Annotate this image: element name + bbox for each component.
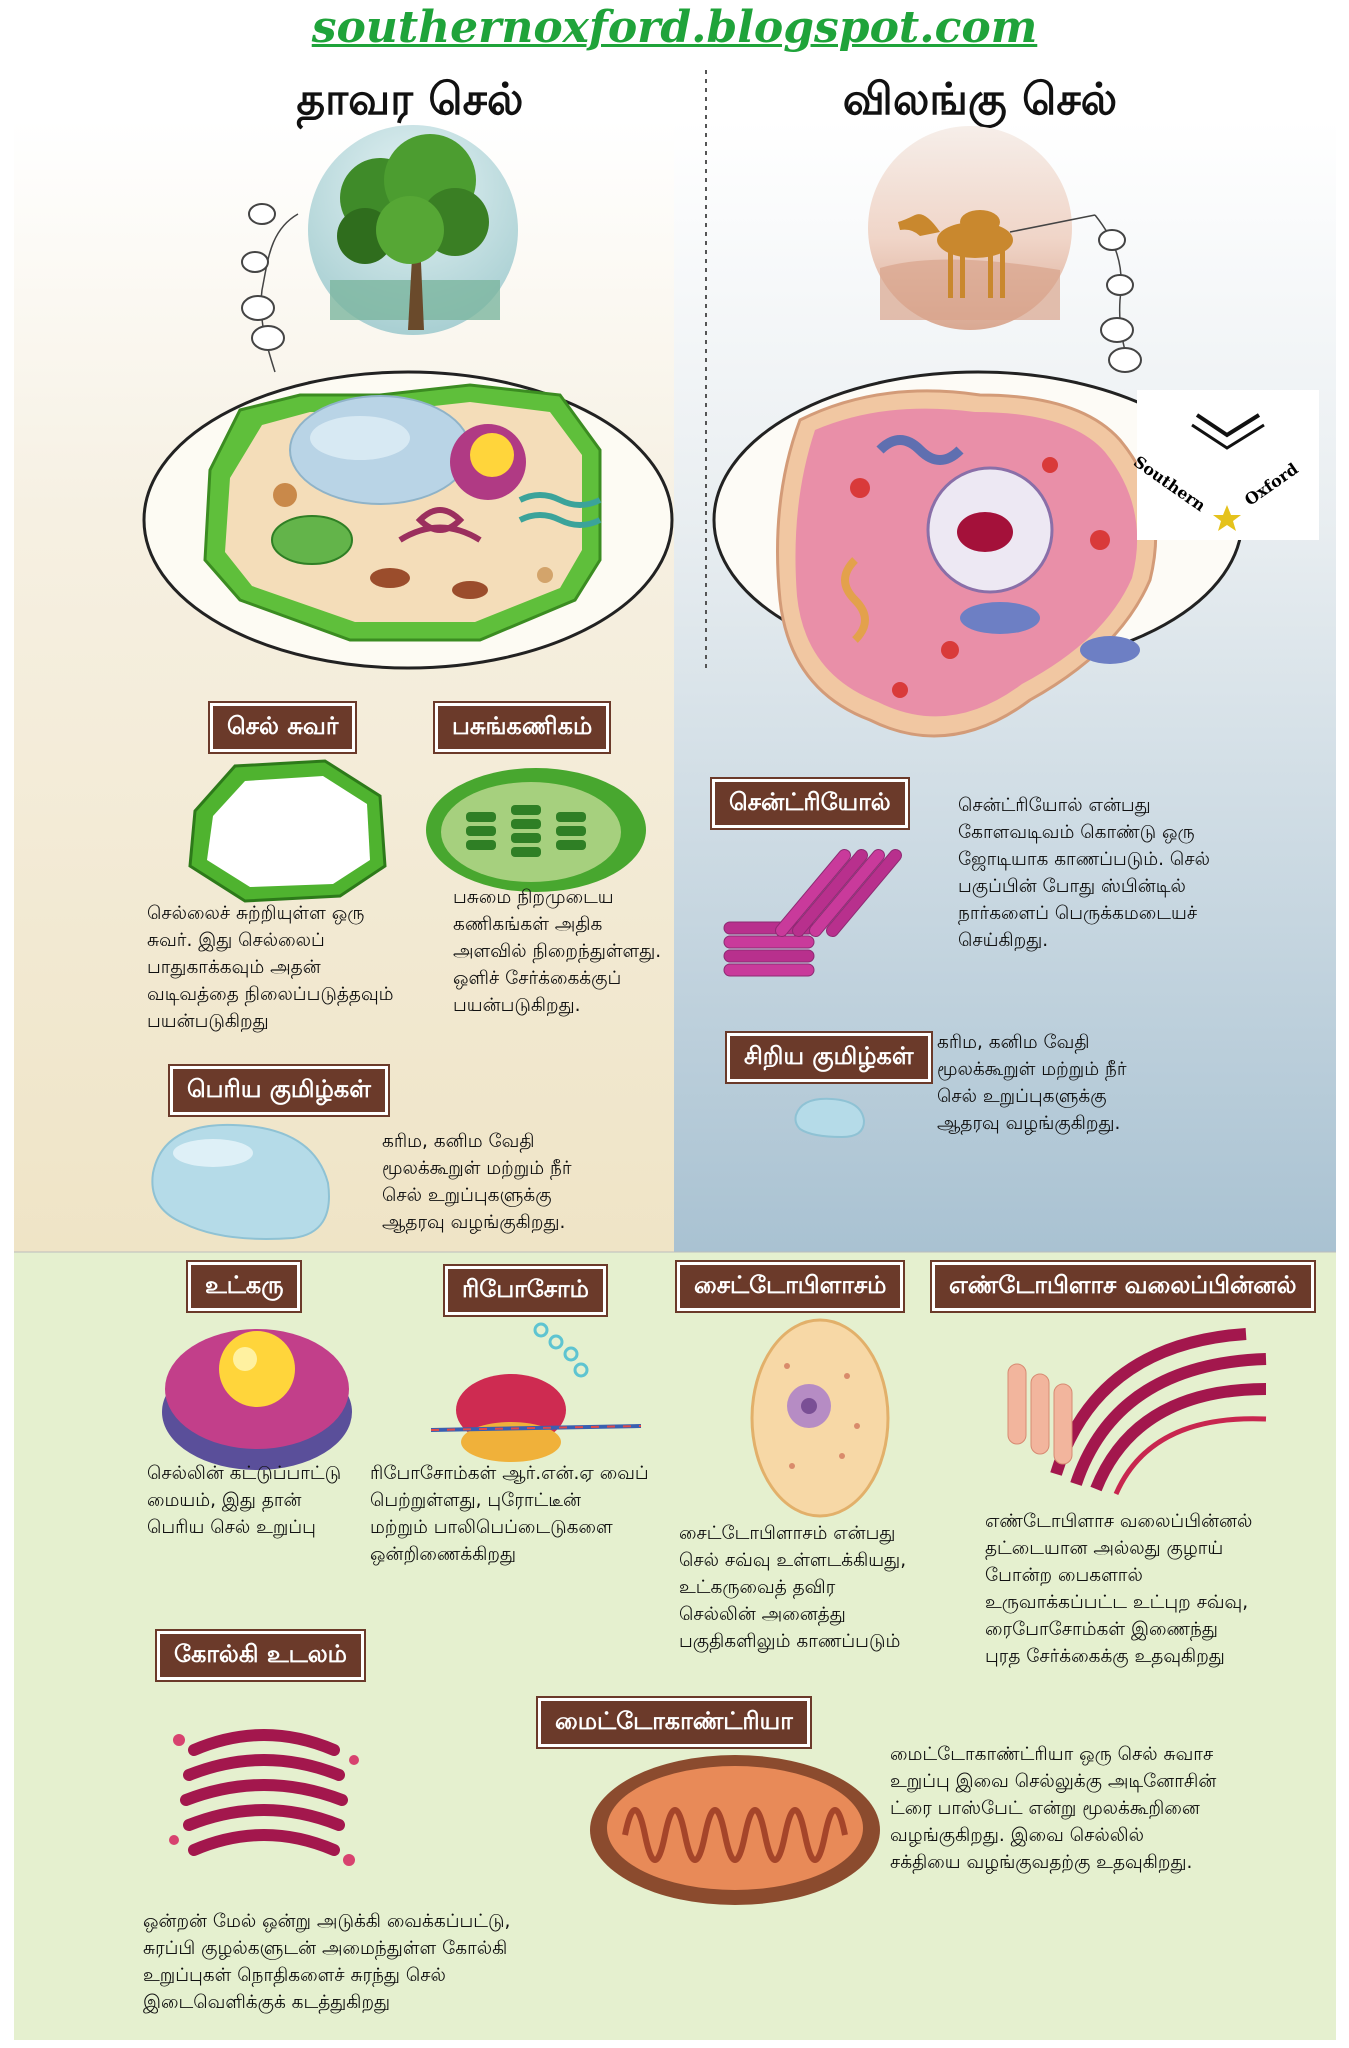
mitochondria-illustration: [590, 1755, 880, 1905]
large-vacuole-illustration: [151, 1123, 330, 1240]
mitochondria-label: மைட்டோகாண்ட்ரியா: [538, 1698, 810, 1747]
cytoplasm-illustration: [750, 1318, 890, 1518]
ribosome-desc: ரிபோசோம்கள் ஆர்.என்.ஏ வைப் பெற்றுள்ளது, …: [370, 1463, 649, 1565]
er-desc: எண்டோபிளாச வலைப்பின்னல் தட்டையான அல்லது …: [985, 1511, 1253, 1667]
cell-wall-desc: செல்லைச் சுற்றியுள்ள ஒரு சுவர். இது செல்…: [147, 903, 394, 1032]
cell-wall-illustration: [188, 759, 387, 903]
cell-wall-label: செல் சுவர்: [210, 703, 356, 752]
plant-cell-title: தாவர செல்: [296, 74, 524, 125]
mitochondria-desc: மைட்டோகாண்ட்ரியா ஒரு செல் சுவாச உறுப்பு …: [890, 1744, 1217, 1873]
animal-cell-title: விலங்கு செல்: [842, 74, 1118, 125]
centriole-illustration: [723, 848, 902, 977]
er-illustration: [1007, 1328, 1267, 1496]
centriole-desc: சென்ட்ரியோல் என்பது கோளவடிவம் கொண்டு ஒரு…: [958, 795, 1210, 951]
golgi-label: கோல்கி உடலம்: [157, 1631, 364, 1680]
centriole-label: சென்ட்ரியோல்: [712, 779, 908, 828]
ribosome-illustration: [430, 1322, 642, 1462]
ribosome-label: ரிபோசோம்: [445, 1266, 606, 1315]
small-vacuole-illustration: [794, 1097, 866, 1139]
southern-oxford-logo: Southern Oxford: [1130, 390, 1319, 540]
er-label: எண்டோபிளாச வலைப்பின்னல்: [932, 1262, 1314, 1311]
nucleus-label: உட்கரு: [188, 1262, 301, 1311]
small-vacuole-label: சிறிய குமிழ்கள்: [727, 1033, 931, 1082]
large-vacuole-desc: கரிம, கனிம வேதி மூலக்கூறுள் மற்றும் நீர்…: [382, 1131, 572, 1233]
nucleus-illustration: [162, 1329, 352, 1470]
golgi-desc: ஒன்றன் மேல் ஒன்று அடுக்கி வைக்கப்பட்டு, …: [143, 1911, 511, 2013]
cytoplasm-label: சைட்டோபிளாசம்: [677, 1262, 904, 1311]
chloroplast-desc: பசுமை நிறமுடைய கணிகங்கள் அதிக அளவில் நிற…: [453, 887, 662, 1016]
large-vacuole-label: பெரிய குமிழ்கள்: [170, 1066, 388, 1115]
cytoplasm-desc: சைட்டோபிளாசம் என்பது செல் சவ்வு உள்ளடக்க…: [679, 1523, 907, 1652]
nucleus-desc: செல்லின் கட்டுப்பாட்டு மையம், இது தான் ப…: [147, 1463, 342, 1538]
site-url[interactable]: southernoxford.blogspot.com: [311, 2, 1038, 53]
chloroplast-illustration: [426, 768, 646, 892]
golgi-illustration: [169, 1729, 359, 1866]
small-vacuole-desc: கரிம, கனிம வேதி மூலக்கூறுள் மற்றும் நீர்…: [937, 1032, 1127, 1134]
chloroplast-label: பசுங்கணிகம்: [435, 703, 610, 752]
